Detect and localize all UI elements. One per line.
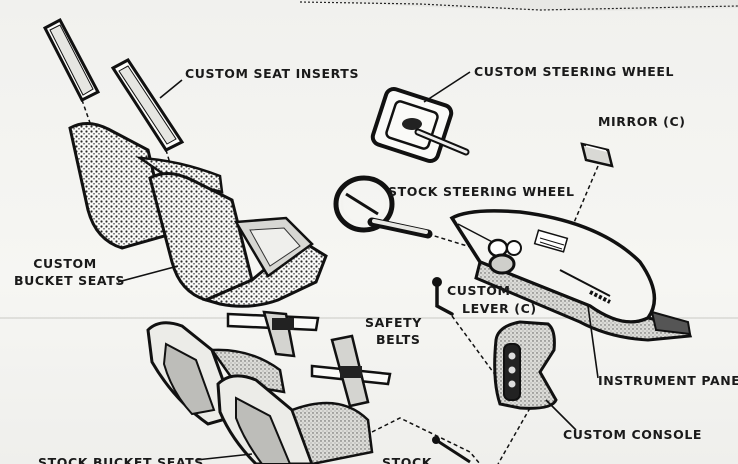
label-bucket-seats: BUCKET SEATS <box>14 273 125 288</box>
label-safety: SAFETY <box>365 315 422 330</box>
safety-belt-front <box>226 310 320 358</box>
custom-bucket-seat-front <box>148 172 328 308</box>
stock-steering-wheel <box>333 175 433 239</box>
label-custom-console: CUSTOM CONSOLE <box>563 427 703 442</box>
instrument-panel <box>449 209 693 342</box>
custom-steering-wheel <box>370 86 470 164</box>
leader-stock-bucket-seats <box>195 453 253 461</box>
custom-console <box>493 320 558 410</box>
custom-seat-insert-left <box>42 17 101 103</box>
stock-part-guide-line <box>371 417 481 464</box>
label-mirror: MIRROR (C) <box>598 114 686 129</box>
perforation-line <box>299 1 738 11</box>
lever-guide-line <box>451 315 497 377</box>
label-instrument-panel: INSTRUMENT PANEL <box>598 373 738 388</box>
label-stock-bucket-seats: STOCK BUCKET SEATS <box>38 455 204 464</box>
stock-bucket-seat-rear <box>146 321 286 426</box>
label-belts: BELTS <box>376 332 421 347</box>
steering-guide-line <box>427 233 501 257</box>
leader-custom-console <box>545 399 577 431</box>
safety-belt-rear <box>310 334 392 408</box>
stock-part-rod <box>435 438 471 464</box>
leader-instrument-panel <box>587 305 599 379</box>
stock-bucket-seat-front <box>216 374 374 464</box>
label-custom-seat-inserts: CUSTOM SEAT INSERTS <box>185 66 360 81</box>
mirror-part <box>580 142 614 168</box>
custom-seat-insert-right <box>110 58 185 152</box>
leader-custom-steering <box>423 71 471 103</box>
label-custom-lever-line1: CUSTOM <box>447 283 511 298</box>
leader-seat-inserts <box>159 79 183 99</box>
label-custom-lever-line2: LEVER (C) <box>462 301 537 316</box>
label-custom: CUSTOM <box>33 256 97 271</box>
label-custom-steering-wheel: CUSTOM STEERING WHEEL <box>474 64 675 79</box>
label-stock: STOCK <box>382 455 433 464</box>
mirror-guide-line <box>569 165 599 233</box>
leader-custom-bucket-seats <box>117 265 179 283</box>
paper-edge <box>300 0 738 11</box>
console-guide-line <box>497 407 531 464</box>
label-stock-steering-wheel: STOCK STEERING WHEEL <box>388 184 575 199</box>
custom-lever <box>432 277 454 316</box>
